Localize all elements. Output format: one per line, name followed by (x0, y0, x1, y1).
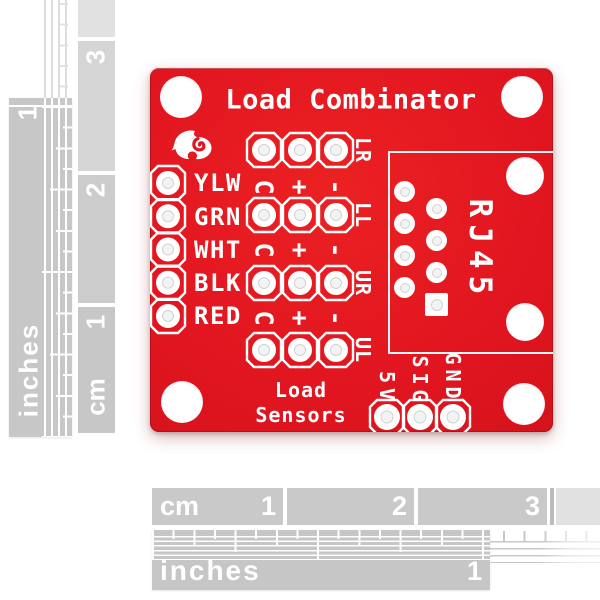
bottom-cm-ruler-unit-label: cm (160, 491, 200, 521)
wire-pin-label-wht: WHT (194, 236, 242, 264)
sensor-row-connector-ur (245, 264, 355, 302)
left-cm-ruler-number-1: 1 (80, 314, 111, 330)
sensor-row-connector-ul (245, 331, 355, 369)
rj45-pin-pad (394, 245, 415, 266)
rj45-pin-pad (426, 230, 447, 251)
power-pin-label-sig: SIG (408, 355, 432, 407)
rj45-pin-pad (394, 181, 415, 202)
pin-mark-plus: + (285, 179, 315, 195)
pin-mark-common: C (249, 310, 279, 326)
wire-pin-label-red: RED (194, 302, 242, 330)
left-cm-ruler-segment-1 (78, 307, 115, 433)
pin-mark-common: C (249, 242, 279, 258)
left-cm-ruler-number-3: 3 (80, 49, 111, 65)
wire-pin-label-blk: BLK (194, 269, 242, 297)
wire-pin-connector-outline (150, 164, 187, 335)
bottom-cm-ruler-divider (550, 488, 554, 525)
left-inches-ruler-faded-extension (44, 0, 68, 98)
left-cm-ruler-number-2: 2 (80, 182, 111, 198)
bottom-cm-ruler-segment-1: cm 1 (152, 488, 283, 525)
sparkfun-flame-icon (171, 130, 212, 160)
sensor-row-label-ll: LL (351, 201, 375, 229)
sensor-row-connector-ll (245, 196, 355, 234)
mount-hole-bottom-left (161, 381, 203, 423)
bottom-inches-ruler-faded-extension (490, 531, 600, 563)
bottom-inches-ruler: inches 1 (152, 530, 490, 590)
pin-mark-minus: - (321, 179, 351, 195)
wire-pin-label-grn: GRN (194, 203, 242, 231)
left-cm-ruler-segment-2 (78, 175, 115, 303)
sensor-row-label-lr: LR (351, 136, 375, 164)
mount-hole-top-left (160, 76, 202, 118)
bottom-cm-ruler-number-2: 2 (391, 491, 407, 521)
left-inches-ruler-unit-label: inches (13, 322, 44, 418)
pin-mark-minus: - (321, 310, 351, 326)
rj45-footprint-outline (388, 151, 553, 354)
bottom-cm-ruler-number-1: 1 (260, 491, 276, 521)
power-pin-label-gnd: GND (441, 352, 465, 404)
pin-mark-common: C (249, 179, 279, 195)
bottom-cm-ruler-segment-faded (556, 488, 600, 525)
left-inches-ruler-number-1: 1 (12, 105, 43, 121)
left-inches-ruler-inch-mark (9, 105, 72, 107)
rj45-mount-hole-top (506, 157, 544, 195)
sensor-row-label-ul: UL (351, 336, 375, 364)
rj45-mount-hole-bottom (506, 303, 544, 341)
bottom-cm-ruler-segment-2: 2 (287, 488, 414, 525)
pin-mark-minus: - (321, 242, 351, 258)
left-cm-ruler-segment-3 (78, 41, 115, 171)
bottom-cm-ruler-number-3: 3 (524, 491, 540, 521)
rj45-pin-pad (394, 277, 415, 298)
rj45-pin-pad (426, 198, 447, 219)
power-pin-label-5v: 5V (375, 370, 399, 406)
bottom-cm-ruler-segment-3: 3 (418, 488, 547, 525)
bottom-inches-ruler-unit-label: inches (160, 555, 261, 586)
bottom-inches-ruler-number-1: 1 (466, 556, 482, 586)
pin-mark-plus: + (285, 242, 315, 258)
sensor-row-connector-lr (245, 131, 355, 169)
power-connector-outline (368, 398, 472, 432)
mount-hole-bottom-right (503, 383, 545, 425)
rj45-label: RJ45 (462, 198, 498, 302)
wire-pin-label-ylw: YLW (194, 169, 242, 197)
board-caption-line1: Load (274, 378, 328, 402)
mount-hole-top-right (501, 76, 543, 118)
rj45-pin1-square-pad (425, 293, 448, 316)
sensor-row-label-ur: UR (351, 269, 375, 297)
pin-mark-plus: + (285, 310, 315, 326)
rj45-pin-pad (426, 262, 447, 283)
board-title: Load Combinator (225, 84, 477, 116)
pcb-board: Load Combinator YLW GRN (150, 68, 553, 432)
left-cm-ruler-unit-label: cm (80, 378, 111, 416)
left-cm-ruler-segment-top (78, 0, 115, 37)
rj45-pin-pad (394, 213, 415, 234)
board-caption-line2: Sensors (255, 403, 347, 427)
left-inches-ruler (9, 98, 72, 437)
